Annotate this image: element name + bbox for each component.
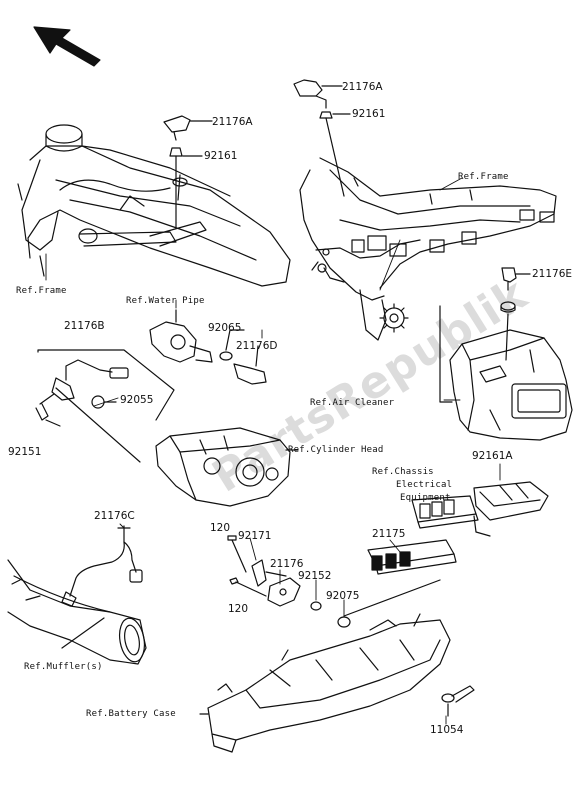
sensor-21176a-right-drawing xyxy=(293,79,351,197)
ref-label-chassis-line3: Equipment xyxy=(400,493,451,503)
ref-label-frame-left: Ref.Frame xyxy=(16,286,67,296)
part-label-11054: 11054 xyxy=(430,724,464,736)
part-label-21176b: 21176B xyxy=(64,320,105,332)
sensor-21176b-drawing xyxy=(35,349,175,463)
water-pipe-drawing xyxy=(149,309,267,385)
part-label-21175: 21175 xyxy=(372,528,406,540)
part-label-92152: 92152 xyxy=(298,570,332,582)
sensor-21176c-drawing xyxy=(61,525,143,607)
part-label-120-bottom: 120 xyxy=(228,603,249,615)
part-label-92161-right: 92161 xyxy=(352,108,386,120)
sensor-21176a-left-drawing xyxy=(163,115,213,157)
ecu-21175-drawing xyxy=(367,481,549,575)
part-label-21176e: 21176E xyxy=(532,268,573,280)
part-label-92055: 92055 xyxy=(120,394,154,406)
part-label-92171: 92171 xyxy=(238,530,272,542)
part-label-92161-left: 92161 xyxy=(204,150,238,162)
part-label-21176d: 21176D xyxy=(236,340,278,352)
ref-label-frame-right: Ref.Frame xyxy=(458,172,509,182)
part-label-92065: 92065 xyxy=(208,322,242,334)
part-label-21176c: 21176C xyxy=(94,510,135,522)
part-label-92161a: 92161A xyxy=(472,450,513,462)
gear-icon xyxy=(379,303,409,333)
part-label-120-top: 120 xyxy=(210,522,231,534)
ref-label-chassis-line2: Electrical xyxy=(396,480,453,490)
frame-right-drawing xyxy=(299,157,557,341)
air-cleaner-drawing xyxy=(439,305,573,441)
leader-lines xyxy=(45,177,501,725)
ref-label-chassis-line1: Ref.Chassis xyxy=(372,467,434,477)
muffler-drawing xyxy=(7,559,147,665)
battery-case-drawing xyxy=(199,613,475,753)
part-label-92075: 92075 xyxy=(326,590,360,602)
part-label-21176a-right: 21176A xyxy=(342,81,383,93)
ref-label-cylinder-head: Ref.Cylinder Head xyxy=(288,445,384,455)
part-label-21176: 21176 xyxy=(270,558,304,570)
ref-label-air-cleaner: Ref.Air Cleaner xyxy=(310,398,395,408)
fasteners-drawing xyxy=(227,535,441,628)
ref-label-battery-case: Ref.Battery Case xyxy=(86,709,176,719)
front-direction-arrow-icon xyxy=(33,26,101,67)
part-label-92151: 92151 xyxy=(8,446,42,458)
cylinder-head-drawing xyxy=(155,427,299,507)
frame-left-drawing xyxy=(17,124,291,287)
sensor-21176e-drawing xyxy=(500,267,531,361)
ref-label-muffler: Ref.Muffler(s) xyxy=(24,662,103,672)
ref-label-water-pipe: Ref.Water Pipe xyxy=(126,296,205,306)
part-label-21176a-left: 21176A xyxy=(212,116,253,128)
